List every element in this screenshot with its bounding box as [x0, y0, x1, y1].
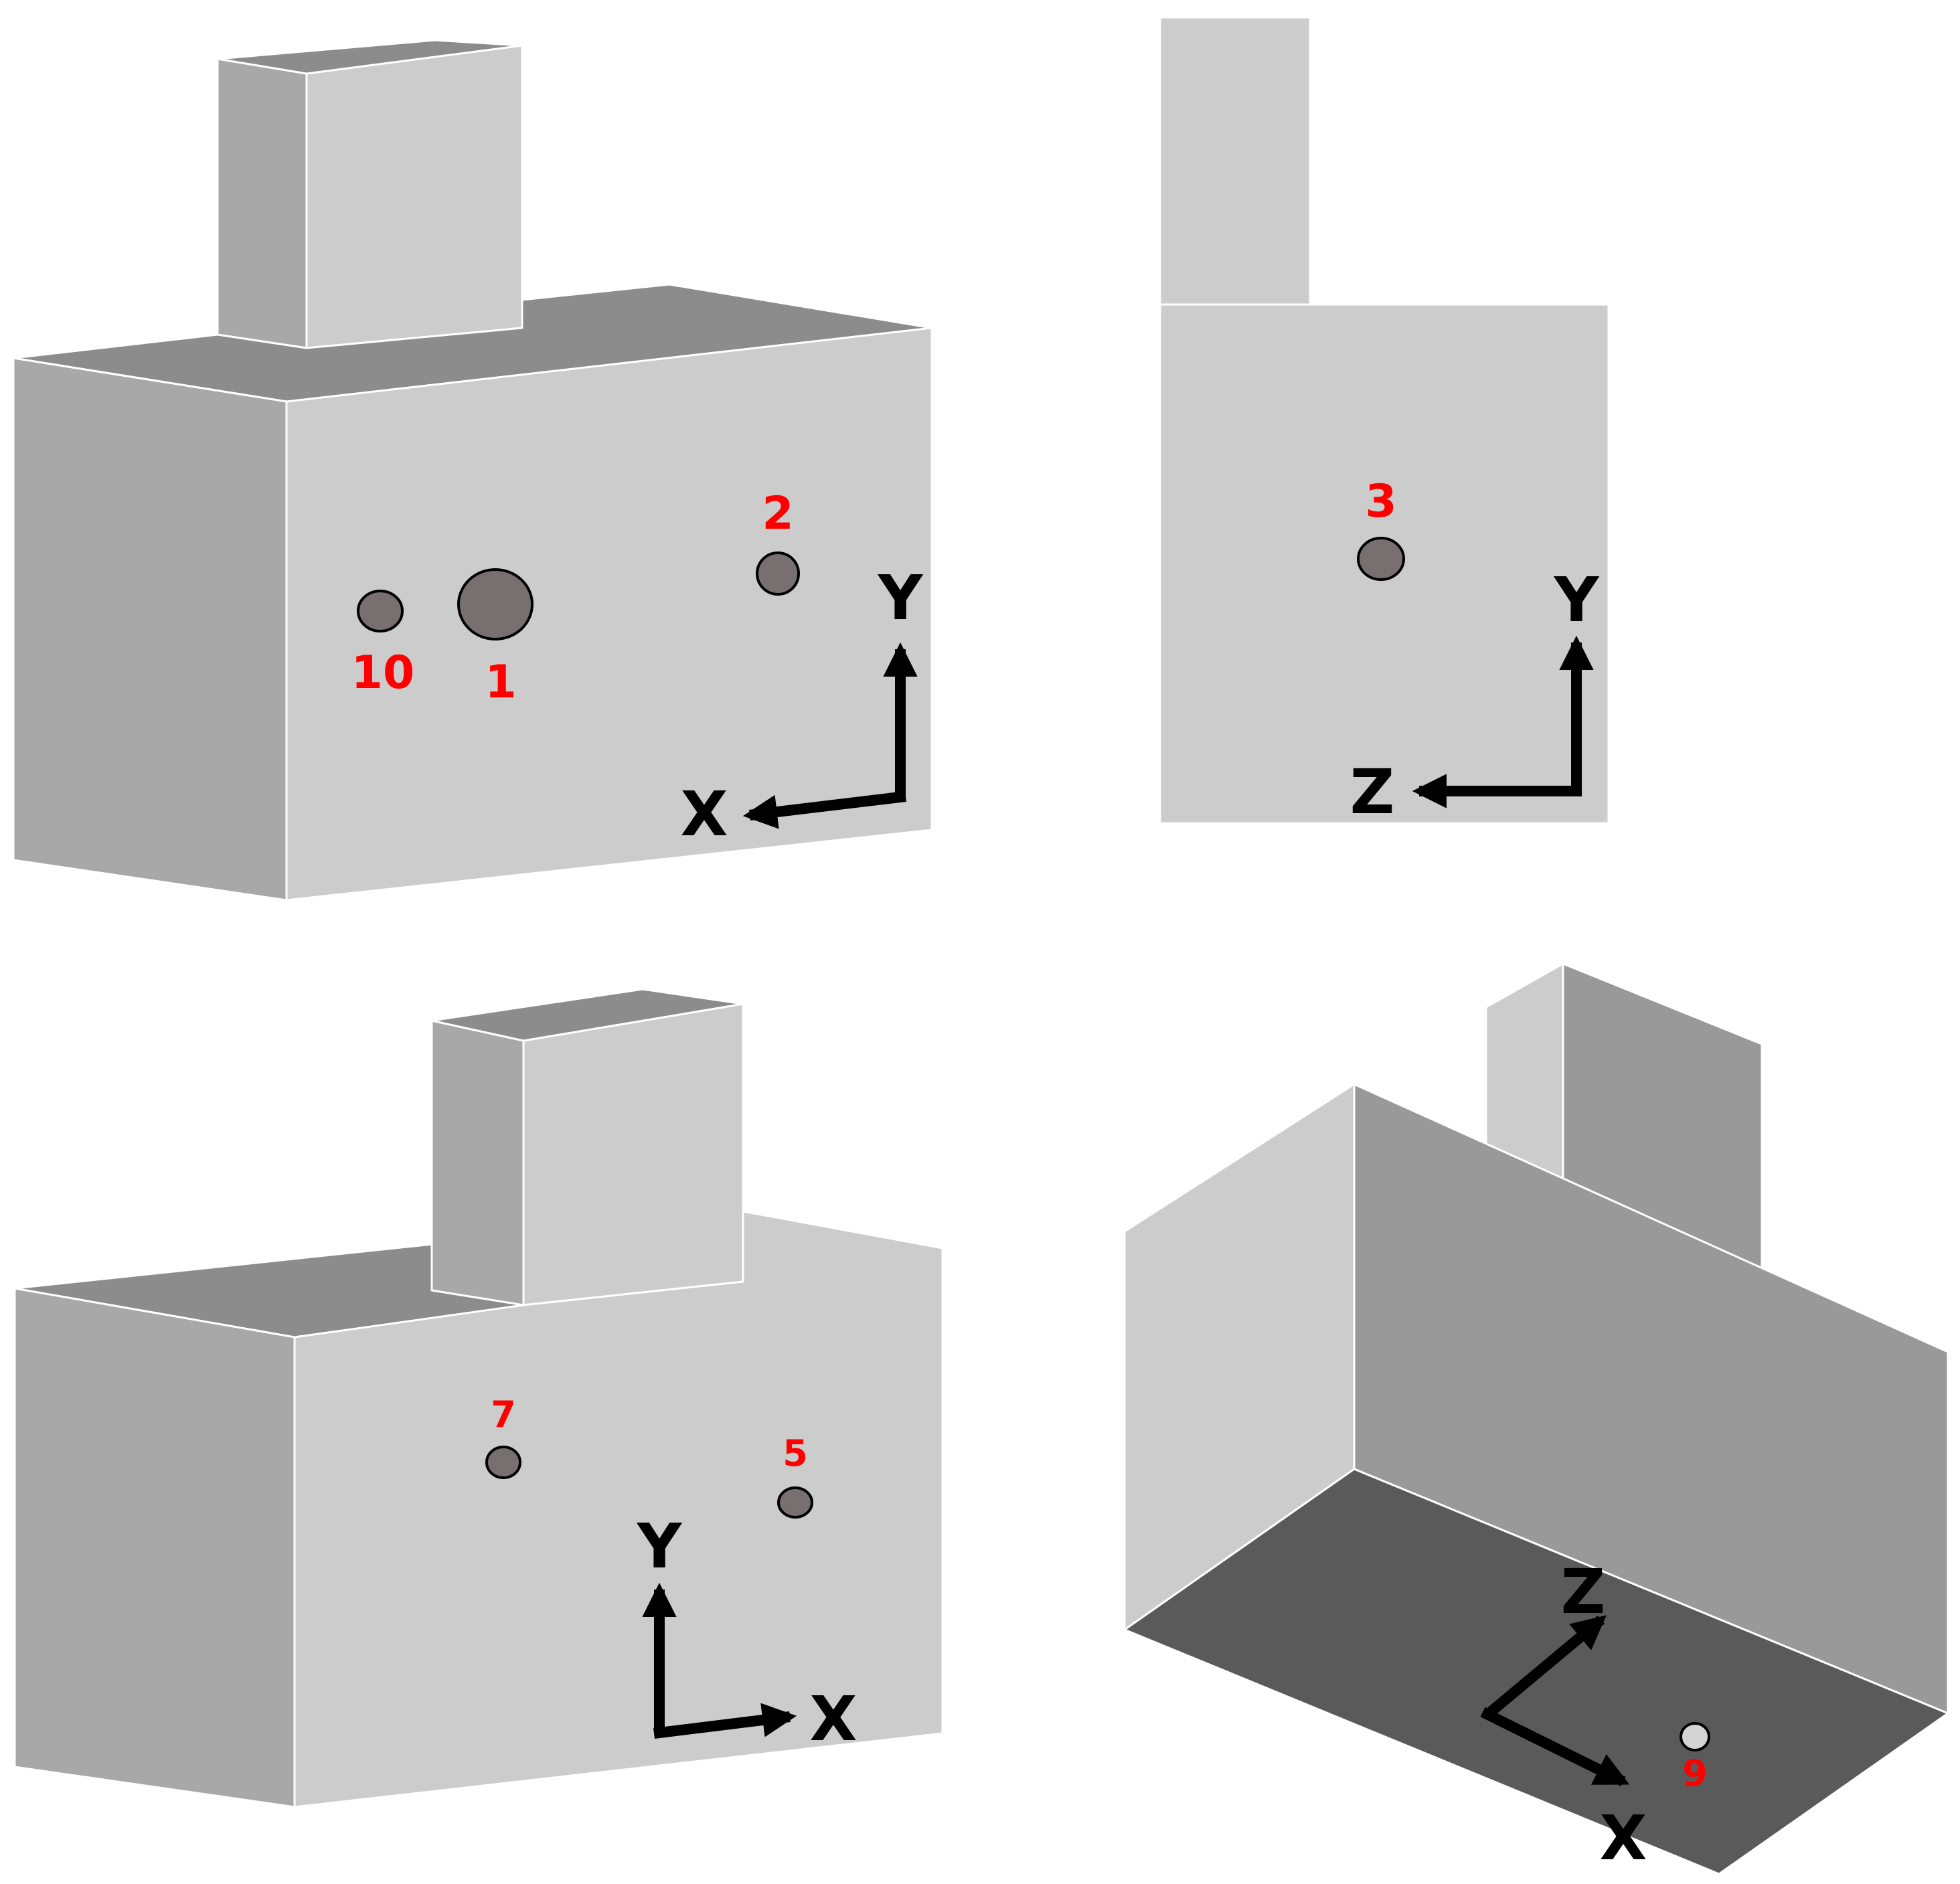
hole-label-3: 3 — [1365, 475, 1396, 528]
axis-z-arrow — [1483, 1615, 1607, 1719]
chimney-top-face — [216, 39, 523, 75]
axis-label-y: Y — [1554, 564, 1600, 636]
hole-5 — [777, 1486, 813, 1519]
hole-2 — [756, 551, 800, 596]
axis-triad-top-left: Y X — [681, 562, 924, 850]
box-left-face — [13, 1287, 296, 1808]
axis-label-x: X — [1600, 1802, 1647, 1874]
axis-x-arrow — [653, 1703, 797, 1739]
chimney-front-face — [522, 1003, 744, 1306]
chimney-front-face — [305, 44, 523, 349]
axis-triad-bottom-left: Y X — [637, 1511, 858, 1755]
hole-label-5: 5 — [783, 1432, 808, 1474]
axis-label-z: Z — [1350, 756, 1395, 828]
axis-label-y: Y — [637, 1511, 683, 1582]
axis-label-x: X — [681, 778, 728, 850]
side-chimney-face — [1159, 16, 1311, 308]
chimney-top-face — [430, 988, 744, 1042]
hole-1 — [457, 568, 534, 640]
hole-3 — [1357, 537, 1405, 581]
box-front-face — [285, 327, 933, 902]
axis-triad-top-right: Y Z — [1350, 564, 1600, 828]
view-bottom-left: 7 5 Y X — [13, 988, 944, 1808]
chimney-left-face — [216, 58, 308, 349]
hole-10 — [357, 590, 404, 632]
hole-7 — [485, 1446, 521, 1479]
axis-label-x: X — [810, 1683, 858, 1755]
view-bottom-right: 9 Z X — [1123, 962, 1949, 1875]
box-left-face — [12, 357, 288, 902]
hole-label-1: 1 — [485, 656, 516, 709]
axis-label-y: Y — [878, 562, 924, 634]
axis-x-arrow — [742, 791, 906, 829]
view-top-left: 10 1 2 Y X — [12, 39, 933, 902]
hole-9 — [1680, 1722, 1710, 1751]
hole-label-2: 2 — [762, 487, 793, 540]
box-front-face — [293, 1210, 944, 1808]
view-top-right: 3 Y Z — [1159, 16, 1610, 828]
axis-triad-bottom-right: Z X — [1480, 1556, 1647, 1874]
hole-label-10: 10 — [351, 647, 415, 699]
chimney-left-face — [430, 1019, 525, 1306]
hole-label-7: 7 — [491, 1393, 516, 1436]
axis-label-z: Z — [1561, 1556, 1606, 1628]
axis-x-arrow — [1480, 1707, 1630, 1787]
hole-label-9: 9 — [1682, 1752, 1708, 1794]
